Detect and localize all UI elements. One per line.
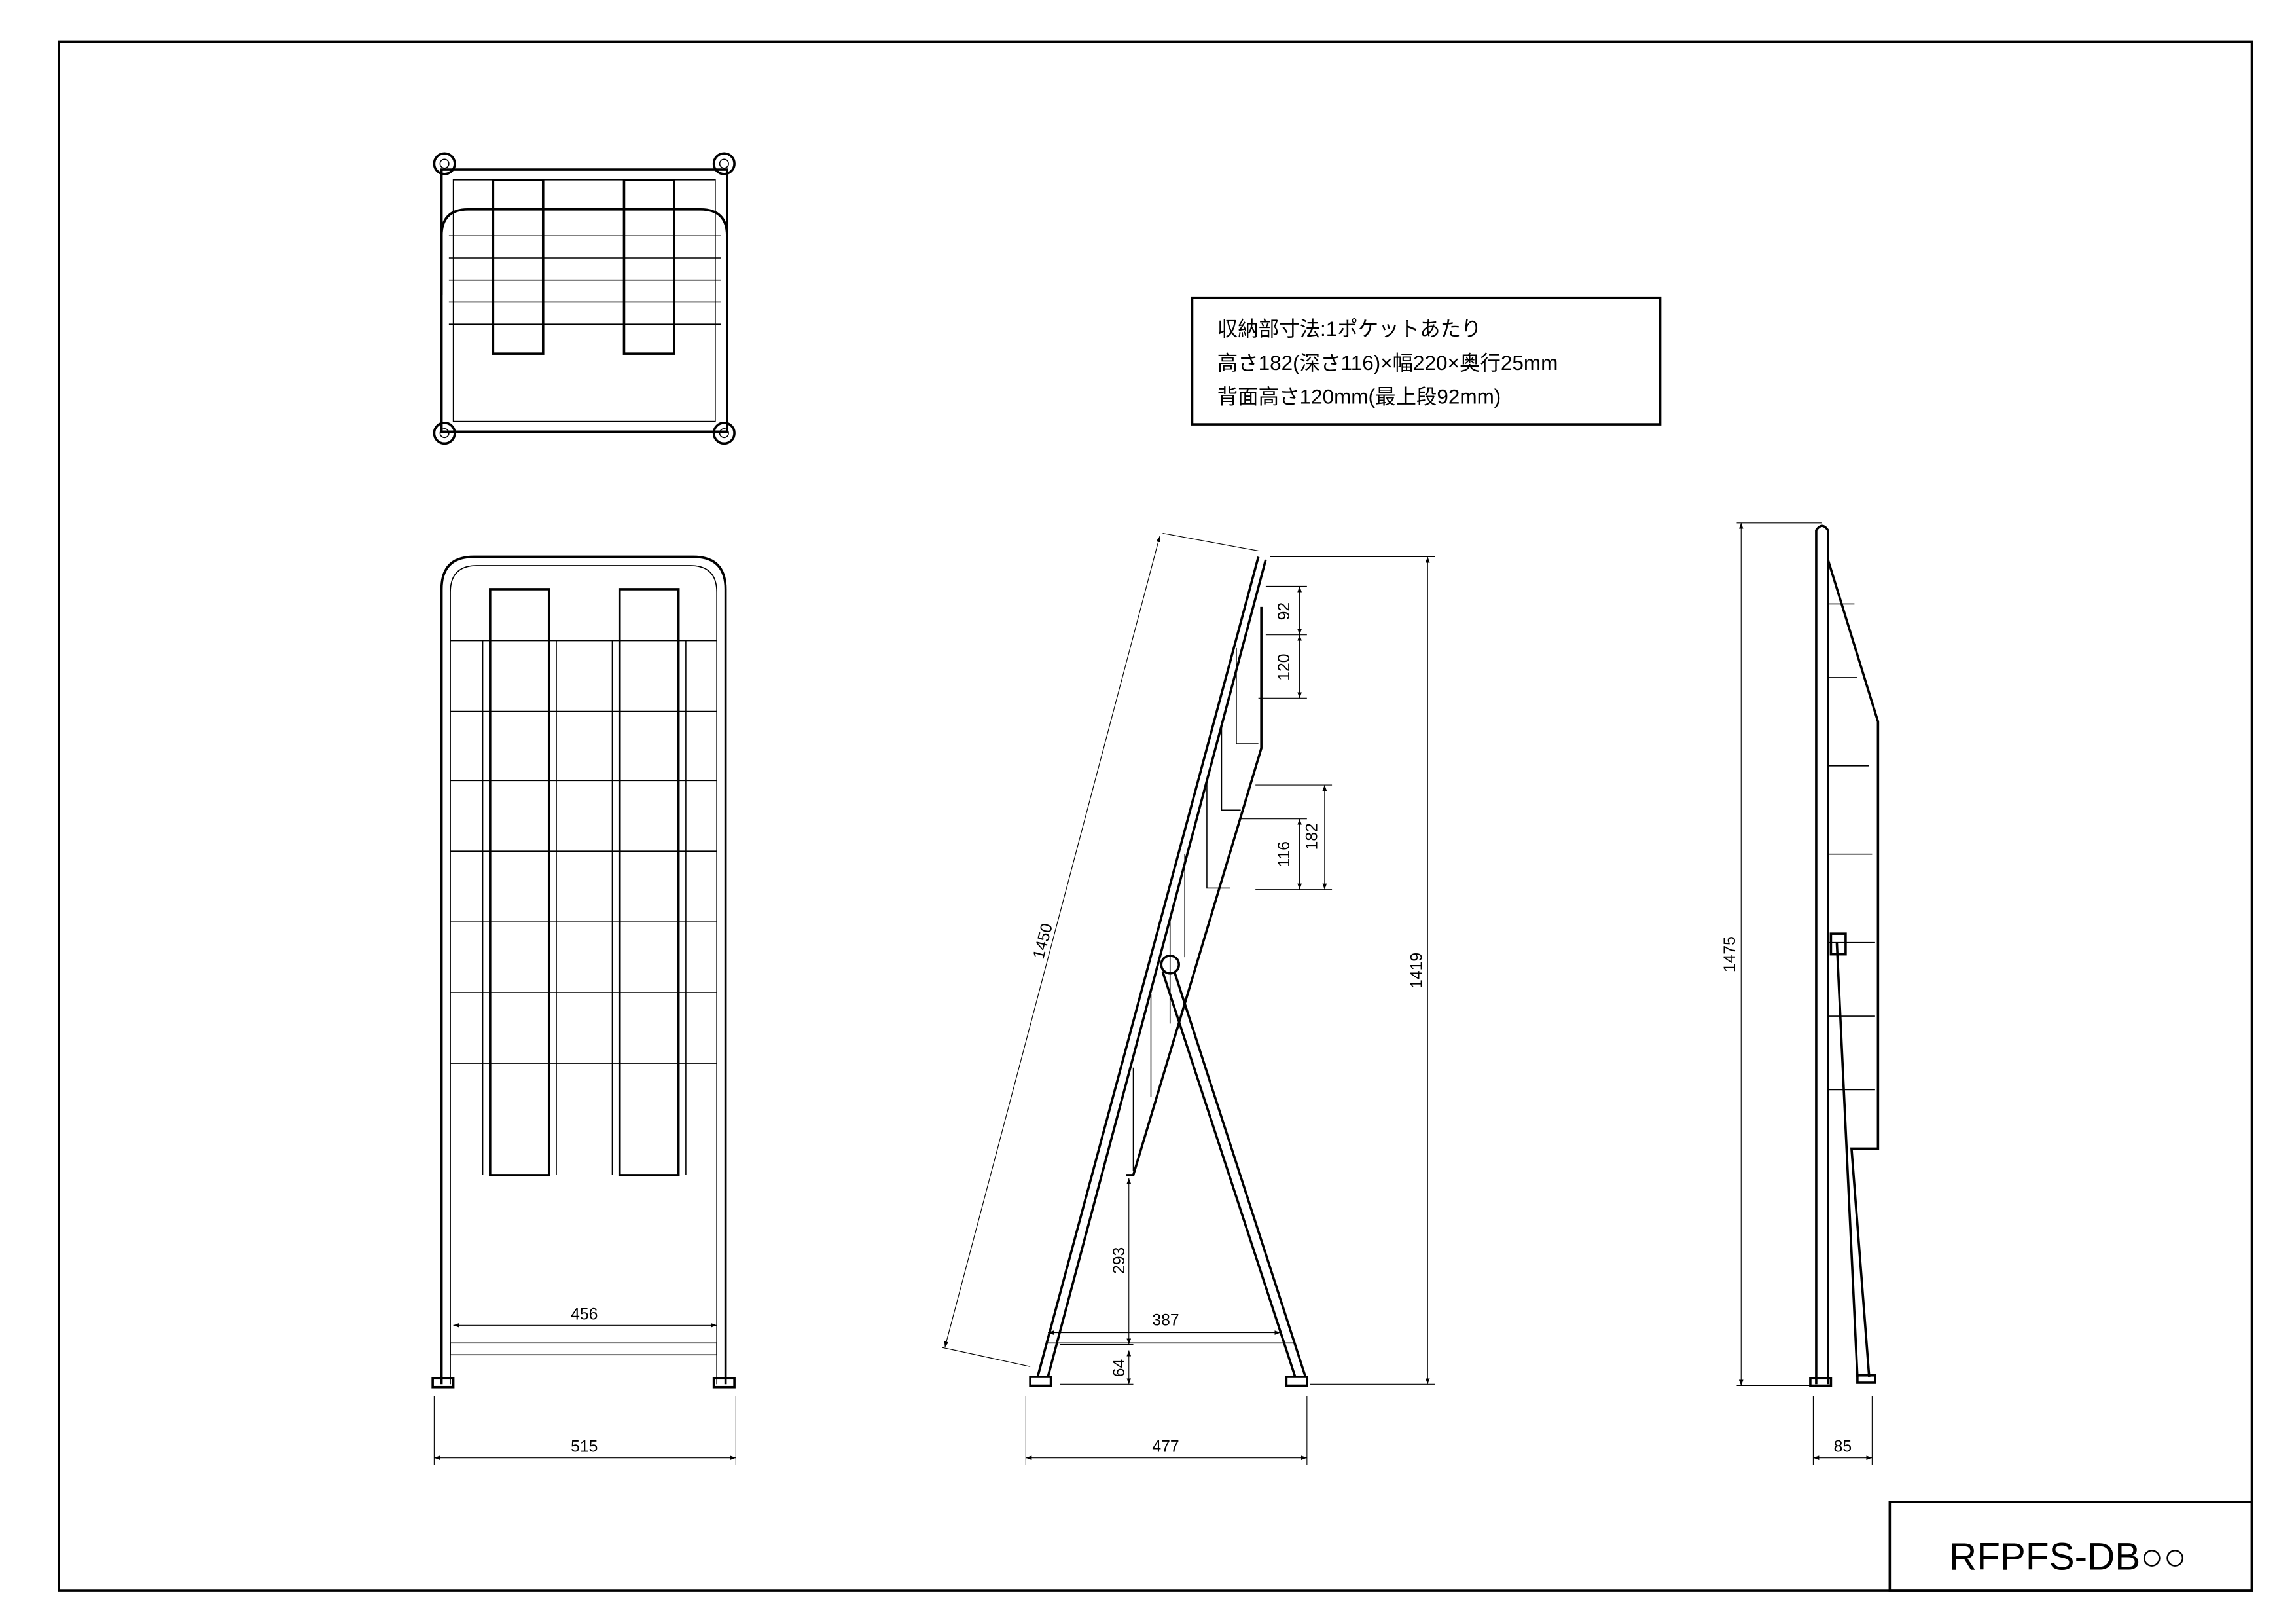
model-number: RFPFS-DB○○ [1949, 1536, 2187, 1578]
dim-base-depth: 477 [1152, 1438, 1179, 1456]
note-line-1: 収納部寸法:1ポケットあたり [1217, 318, 1482, 340]
dim-pocket-depth: 116 [1276, 841, 1293, 867]
top-view [433, 152, 736, 445]
dim-top-pocket-back: 92 [1276, 602, 1293, 621]
dim-inner-depth: 387 [1152, 1311, 1179, 1329]
note-line-2: 高さ182(深さ116)×幅220×奥行25mm [1217, 352, 1558, 374]
title-block: RFPFS-DB○○ [1888, 1501, 2253, 1592]
dim-base-height: 64 [1111, 1359, 1128, 1377]
folded-view: 1475 85 [1721, 522, 1880, 1465]
drawing-border [58, 40, 2253, 1592]
pocket-spec-note: 収納部寸法:1ポケットあたり 高さ182(深さ116)×幅220×奥行25mm … [1191, 296, 1662, 426]
dim-folded-height: 1475 [1721, 936, 1739, 972]
note-line-3: 背面高さ120mm(最上段92mm) [1217, 386, 1501, 409]
dim-height: 1419 [1408, 953, 1426, 989]
front-view: 456 515 [431, 555, 736, 1465]
side-view: 1450 1419 92 120 116 182 293 64 387 477 [942, 532, 1435, 1465]
dim-pocket-back: 120 [1276, 654, 1293, 681]
dim-folded-depth: 85 [1834, 1438, 1852, 1456]
dim-inner-width: 456 [571, 1305, 598, 1323]
dim-bottom-clearance: 293 [1111, 1247, 1128, 1274]
dim-pocket-height: 182 [1304, 823, 1321, 850]
dim-outer-width: 515 [571, 1438, 598, 1456]
